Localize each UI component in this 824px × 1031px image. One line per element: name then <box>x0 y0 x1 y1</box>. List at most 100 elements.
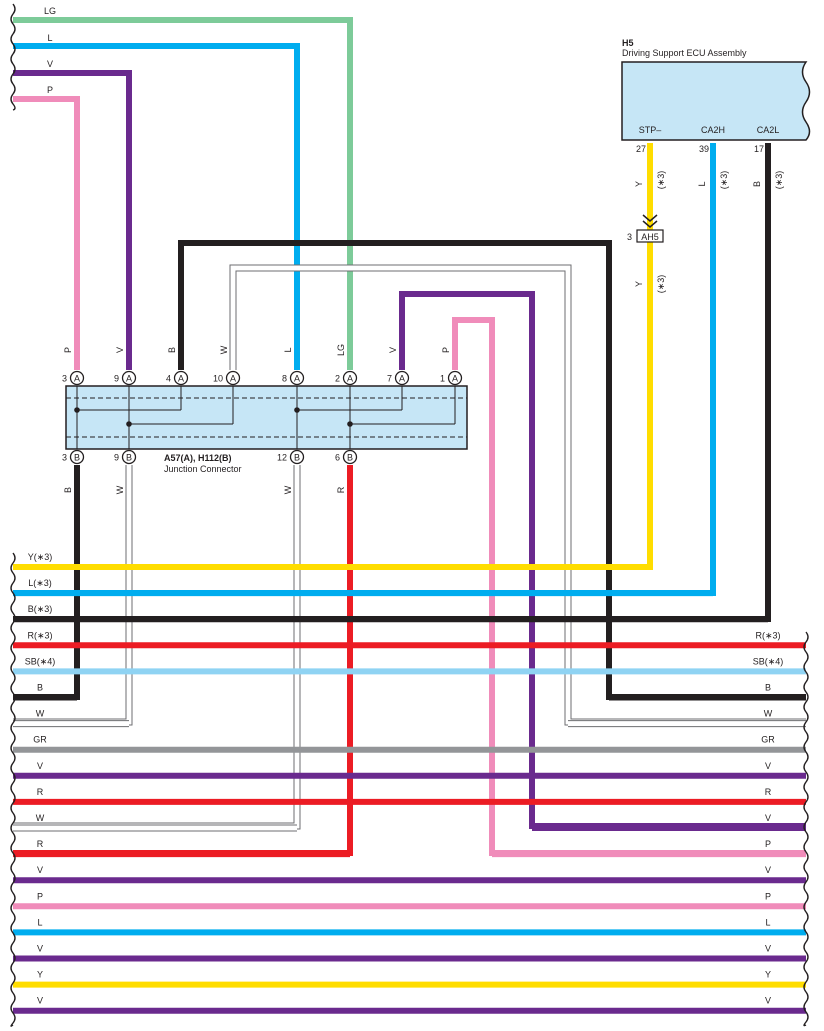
wire-stp-y <box>13 143 653 570</box>
pin-number-bottom: 3 <box>62 452 67 462</box>
pin-circle-top <box>225 370 241 386</box>
bus-label-left: L(∗3) <box>28 578 52 588</box>
ecu-terminal-label: STP– <box>639 125 662 135</box>
ecu-wire-color: Y <box>634 181 644 187</box>
wire-10a-w-outline <box>229 264 806 726</box>
pin-wire-color-bottom: B <box>63 487 73 493</box>
pin-side-letter: B <box>294 452 300 462</box>
bus-label-left: Y(∗3) <box>28 552 53 562</box>
pin-number-top: 8 <box>282 373 287 383</box>
ecu-wire-color: B <box>752 181 762 187</box>
bus-label-left: V <box>37 865 43 875</box>
pin-side-letter: A <box>399 373 405 383</box>
top-wire-label: P <box>47 85 53 95</box>
ecu-name: Driving Support ECU Assembly <box>622 48 747 58</box>
junction-splice <box>74 407 80 413</box>
bus-label-left: R <box>37 787 44 797</box>
pin-side-letter: A <box>126 373 132 383</box>
wire-layer <box>13 17 806 1014</box>
bus-label-left: R(∗3) <box>27 630 52 640</box>
ecu-pin-number: 27 <box>636 144 646 154</box>
inline-connector-code: AH5 <box>641 232 659 242</box>
label-layer: LGLVPY(∗3)L(∗3)B(∗3)R(∗3)R(∗3)SB(∗4)SB(∗… <box>10 3 809 1027</box>
ecu-code: H5 <box>622 38 634 48</box>
harness-break-top-left <box>10 3 16 111</box>
top-wire-label: L <box>47 33 52 43</box>
wire-top-lg <box>13 17 353 370</box>
pin-number-top: 1 <box>440 373 445 383</box>
top-wire-label: LG <box>44 6 56 16</box>
pin-wire-color-top: V <box>388 347 398 353</box>
pin-circle-top <box>69 370 85 386</box>
bus-label-right: W <box>764 709 773 719</box>
bus-label-left: B(∗3) <box>28 604 53 614</box>
wire-top-p <box>13 96 80 370</box>
pin-wire-color-top: B <box>167 347 177 353</box>
pin-circle-top <box>394 370 410 386</box>
pin-circle-top <box>342 370 358 386</box>
ecu-terminal-label: CA2H <box>701 125 725 135</box>
pin-side-letter: A <box>178 373 184 383</box>
pin-number-top: 7 <box>387 373 392 383</box>
bus-label-left: V <box>37 761 43 771</box>
pin-side-letter: A <box>230 373 236 383</box>
wire-10a-w <box>230 265 806 725</box>
bus-label-right: L <box>765 917 770 927</box>
pin-side-letter: B <box>347 452 353 462</box>
pin-side-letter: A <box>452 373 458 383</box>
bus-label-left: R <box>37 839 44 849</box>
pin-number-top: 4 <box>166 373 171 383</box>
ecu-pin-number: 17 <box>754 144 764 154</box>
bus-label-right: V <box>765 996 771 1006</box>
pin-circle-bottom <box>69 449 85 465</box>
inline-connector-chevron <box>642 214 658 222</box>
pin-number-bottom: 9 <box>114 452 119 462</box>
junction-splice <box>126 421 132 427</box>
bus-label-right: GR <box>761 735 775 745</box>
bus-label-right: V <box>765 944 771 954</box>
wire-7a-v <box>399 291 806 829</box>
ecu-pin-number: 39 <box>699 144 709 154</box>
bus-label-right: Y <box>765 970 771 980</box>
pin-wire-color-top: W <box>219 345 229 354</box>
wire-top-l <box>13 43 300 370</box>
ecu-wire-color: L <box>697 181 707 186</box>
pin-number-top: 10 <box>213 373 223 383</box>
inline-connector-box <box>636 229 664 243</box>
top-wire-label: V <box>47 59 53 69</box>
bus-label-right: B <box>765 683 771 693</box>
pin-circle-bottom <box>121 449 137 465</box>
junction-splice <box>294 407 300 413</box>
junction-subtitle: Junction Connector <box>164 464 242 474</box>
pin-side-letter: A <box>294 373 300 383</box>
bus-label-left: W <box>36 709 45 719</box>
pin-side-letter: A <box>347 373 353 383</box>
bus-label-right: P <box>765 839 771 849</box>
bus-label-right: V <box>765 761 771 771</box>
pin-number-top: 3 <box>62 373 67 383</box>
pin-side-letter: B <box>126 452 132 462</box>
pin-wire-color-bottom: W <box>283 485 293 494</box>
ecu-wire-note: (∗3) <box>656 275 666 294</box>
pin-number-bottom: 6 <box>335 452 340 462</box>
inline-connector-chevron <box>642 220 658 228</box>
pin-wire-color-top: LG <box>336 344 346 356</box>
bus-label-right: SB(∗4) <box>753 656 784 666</box>
bus-label-right: V <box>765 813 771 823</box>
bus-label-left: SB(∗4) <box>25 656 56 666</box>
ecu-wire-note: (∗3) <box>719 171 729 190</box>
pin-wire-color-bottom: R <box>336 486 346 493</box>
bus-label-left: V <box>37 944 43 954</box>
ecu-wire-note: (∗3) <box>656 171 666 190</box>
pin-side-letter: A <box>74 373 80 383</box>
ecu-box <box>621 61 811 141</box>
bus-label-left: GR <box>33 735 47 745</box>
ecu-terminal-label: CA2L <box>757 125 780 135</box>
pin-wire-color-top: P <box>441 347 451 353</box>
junction-splice <box>347 421 353 427</box>
pin-side-letter: B <box>74 452 80 462</box>
inline-connector-pin: 3 <box>627 232 632 242</box>
